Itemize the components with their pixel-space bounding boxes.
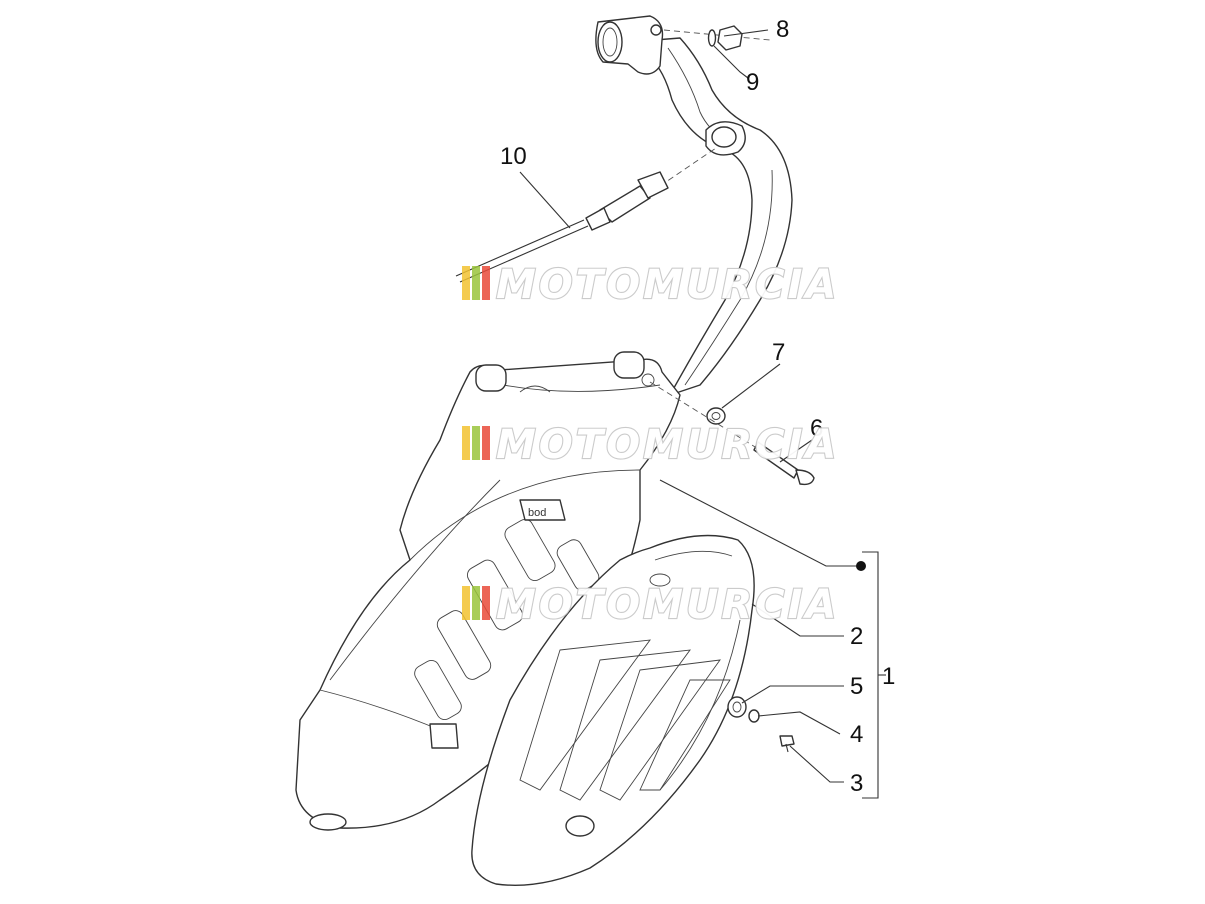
heat-shield	[471, 534, 755, 886]
leader-lines	[519, 29, 886, 799]
callout-10: 10	[500, 143, 527, 170]
callout-4: 4	[850, 721, 863, 748]
watermark-text: MOTOMURCIA	[496, 582, 839, 628]
exhaust-pipe	[649, 37, 793, 396]
callout-5: 5	[850, 673, 863, 700]
callout-7: 7	[772, 339, 785, 366]
watermark-stripe-green	[472, 426, 480, 460]
callout-8: 8	[776, 16, 789, 43]
callout-2: 2	[850, 623, 863, 650]
callout-labels: 8 9 10 7 6 2 1 5 4 3	[500, 16, 895, 797]
watermark-3: MOTOMURCIA	[462, 581, 839, 629]
bolt	[649, 381, 815, 486]
svg-text:bod: bod	[528, 507, 546, 519]
assembly-dot-marker	[856, 561, 866, 571]
sensor-boss	[705, 121, 746, 156]
callout-9: 9	[746, 69, 759, 96]
callout-1: 1	[882, 663, 895, 690]
watermark-stripe-green	[472, 586, 480, 620]
watermark-stripe-red	[482, 586, 490, 620]
watermark-stripe-red	[482, 426, 490, 460]
watermark-text: MOTOMURCIA	[496, 422, 839, 468]
callout-6: 6	[810, 415, 823, 442]
watermark-stripe-yellow	[462, 426, 470, 460]
watermark-stripe-yellow	[462, 266, 470, 300]
exhaust-flange	[595, 15, 664, 75]
watermark-2: MOTOMURCIA	[462, 421, 839, 469]
watermark-stripe-red	[482, 266, 490, 300]
watermark-text: MOTOMURCIA	[496, 262, 839, 308]
watermark-stripe-green	[472, 266, 480, 300]
grommet-washer-screw	[727, 696, 795, 753]
callout-3: 3	[850, 770, 863, 797]
nut-and-washer	[663, 25, 771, 51]
watermark-stripe-yellow	[462, 586, 470, 620]
watermark-1: MOTOMURCIA	[462, 261, 839, 309]
